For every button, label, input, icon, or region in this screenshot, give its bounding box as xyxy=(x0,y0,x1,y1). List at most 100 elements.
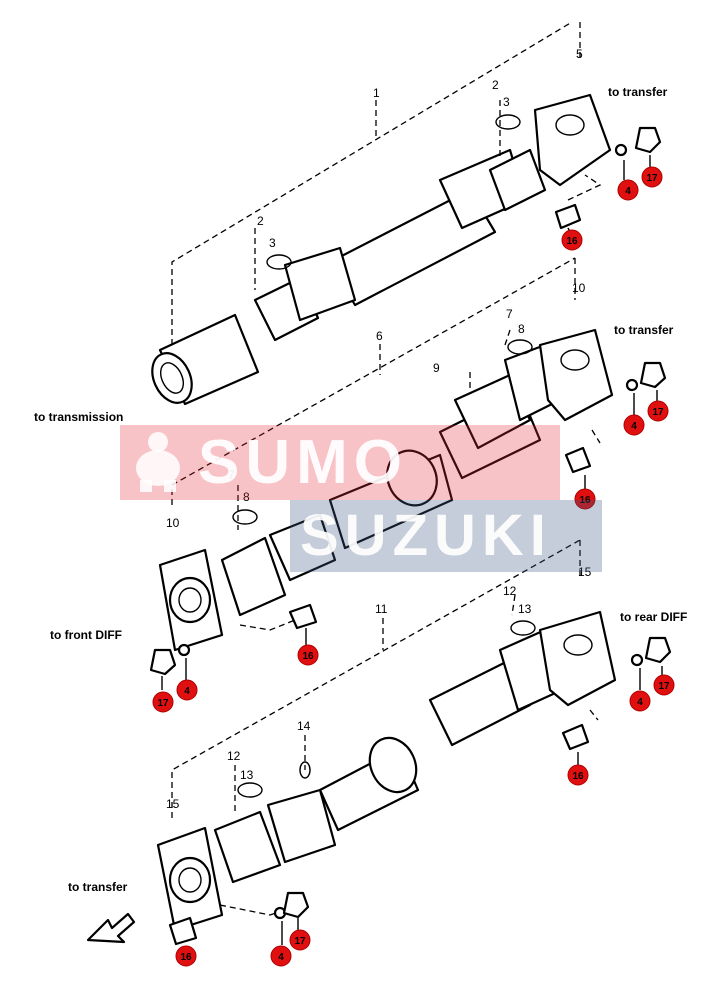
svg-text:17: 17 xyxy=(652,407,664,418)
badge-17d: 17 xyxy=(653,674,675,696)
badge-17b: 17 xyxy=(647,400,669,422)
yoke-2c xyxy=(268,513,337,582)
nut-17c xyxy=(149,648,177,676)
part-number-2a: 2 xyxy=(257,214,264,228)
badge-4e: 4 xyxy=(270,945,292,967)
svg-text:4: 4 xyxy=(637,697,643,708)
washer-4b xyxy=(625,378,639,392)
part-number-13b: 13 xyxy=(240,768,254,782)
part-number-8a: 8 xyxy=(518,322,525,336)
label-to-transfer-1: to transfer xyxy=(608,85,668,99)
snap-ring-3a xyxy=(510,620,536,636)
washer-4a xyxy=(614,143,628,157)
label-to-rear-diff: to rear DIFF xyxy=(620,610,687,624)
svg-text:16: 16 xyxy=(180,952,192,963)
watermark-sumo: SUMO xyxy=(120,425,560,500)
svg-text:16: 16 xyxy=(579,495,591,506)
nut-17b xyxy=(639,361,667,389)
part-number-7b: 7 xyxy=(228,468,235,482)
bracket-1 xyxy=(171,21,573,345)
nut-17d xyxy=(644,636,672,664)
spider-2b xyxy=(220,536,287,617)
part-number-14: 14 xyxy=(297,719,311,733)
washer-4c xyxy=(177,643,191,657)
bolt-16e xyxy=(168,916,198,946)
direction-arrow-icon xyxy=(86,912,136,944)
nut-17e xyxy=(282,891,310,919)
badge-16e: 16 xyxy=(175,945,197,967)
label-to-transmission: to transmission xyxy=(34,410,123,424)
part-number-12a: 12 xyxy=(503,584,517,598)
svg-text:17: 17 xyxy=(658,681,670,692)
bolt-16d xyxy=(561,723,590,751)
label-to-transfer-3: to transfer xyxy=(68,880,128,894)
svg-text:17: 17 xyxy=(294,936,306,947)
shaft-assembly-3 xyxy=(86,539,672,946)
part-number-10b: 10 xyxy=(166,516,180,530)
sleeve-yoke-2 xyxy=(453,373,532,450)
svg-text:16: 16 xyxy=(566,236,578,247)
svg-text:4: 4 xyxy=(631,421,637,432)
part-number-1: 1 xyxy=(373,86,380,100)
nut-17a xyxy=(634,126,662,154)
badge-17c: 17 xyxy=(152,691,174,713)
badge-17a: 17 xyxy=(641,166,663,188)
part-number-15a: 15 xyxy=(578,565,592,579)
part-number-10a: 10 xyxy=(572,281,586,295)
bolt-16c xyxy=(288,603,318,630)
snap-ring-2a xyxy=(507,339,533,355)
snap-ring-1a xyxy=(266,254,292,270)
snap-ring-2b xyxy=(232,509,258,525)
badge-16c: 16 xyxy=(297,644,319,666)
spider-1b xyxy=(488,148,547,212)
washer-4d xyxy=(630,653,644,667)
part-number-9: 9 xyxy=(433,361,440,375)
svg-text:17: 17 xyxy=(646,173,658,184)
watermark-suzuki: SUZUKI xyxy=(290,500,602,572)
bracket-3 xyxy=(171,539,581,818)
direction-labels: to transfer to transfer to transmission … xyxy=(34,85,687,894)
snap-ring-3b xyxy=(237,782,263,798)
svg-text:17: 17 xyxy=(157,698,169,709)
svg-text:4: 4 xyxy=(278,952,284,963)
badge-4c: 4 xyxy=(176,679,198,701)
part-number-5: 5 xyxy=(576,47,583,61)
snap-ring-1b xyxy=(495,114,521,130)
badges: 4 17 16 4 17 16 17 4 16 4 17 16 16 4 17 xyxy=(152,166,675,967)
svg-text:4: 4 xyxy=(184,686,190,697)
part-number-12b: 12 xyxy=(227,749,241,763)
part-number-15b: 15 xyxy=(166,797,180,811)
part-number-8b: 8 xyxy=(243,490,250,504)
badge-16d: 16 xyxy=(567,764,589,786)
flange-yoke-2a xyxy=(538,328,614,422)
badge-4b: 4 xyxy=(623,414,645,436)
part-number-6: 6 xyxy=(376,329,383,343)
part-number-11: 11 xyxy=(375,602,388,616)
grease-fitting-14 xyxy=(299,761,311,779)
badge-16b: 16 xyxy=(574,488,596,510)
svg-text:16: 16 xyxy=(302,651,314,662)
badge-17e: 17 xyxy=(289,929,311,951)
badge-4d: 4 xyxy=(629,690,651,712)
badge-16a: 16 xyxy=(561,229,583,251)
svg-text:16: 16 xyxy=(572,771,584,782)
part-number-7a: 7 xyxy=(506,307,513,321)
sumo-wrestler-logo-icon xyxy=(136,432,180,492)
label-to-transfer-2: to transfer xyxy=(614,323,674,337)
boot-2 xyxy=(386,449,438,507)
part-number-3a: 3 xyxy=(269,236,276,250)
yoke-1a xyxy=(283,246,357,322)
bolt-16b xyxy=(564,446,592,474)
part-number-13a: 13 xyxy=(518,602,532,616)
badge-4a: 4 xyxy=(617,179,639,201)
flange-yoke-3a xyxy=(538,610,617,707)
bolt-16a xyxy=(554,203,582,230)
spider-3b xyxy=(213,810,282,884)
part-number-2b: 2 xyxy=(492,78,499,92)
part-number-3b: 3 xyxy=(503,95,510,109)
svg-text:4: 4 xyxy=(625,186,631,197)
shaft-assembly-1 xyxy=(151,21,662,406)
part-number-labels: 1 2 3 5 2 3 6 7 8 9 10 7 8 10 11 12 13 1… xyxy=(166,47,592,811)
